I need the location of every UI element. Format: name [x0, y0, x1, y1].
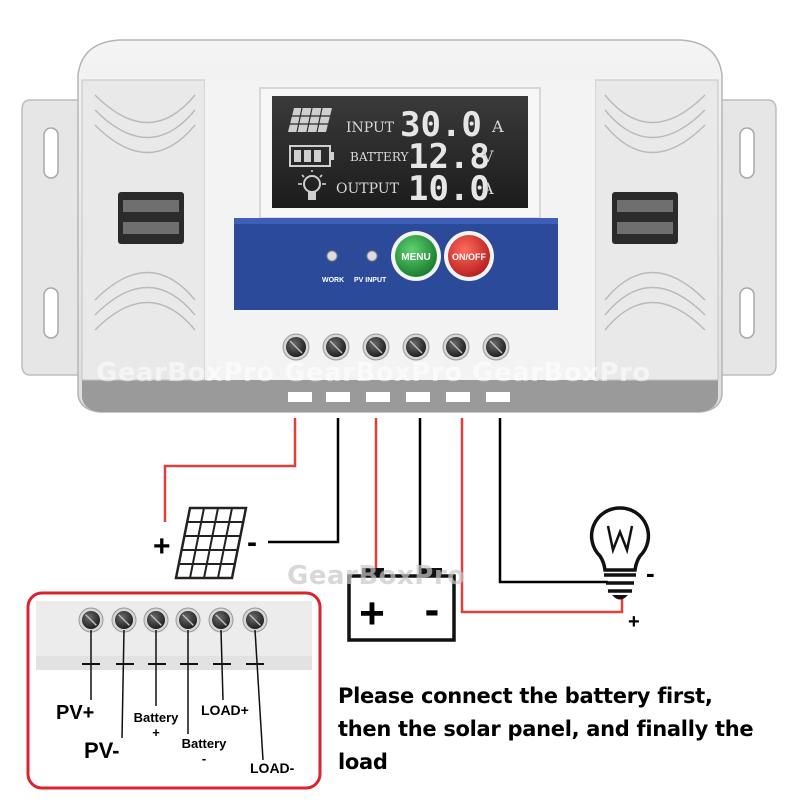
watermark-text-center: GearBoxPro [287, 561, 466, 591]
lcd-display: INPUT 30.0 A BATTERY 12.8 V OUTPUT 10.0 … [259, 87, 541, 219]
pv-plus-wire [163, 418, 297, 522]
callout-screw-3 [143, 607, 169, 633]
bulb-icon [298, 170, 326, 200]
lcd-battery-unit: V [481, 147, 494, 166]
terminal-screw-3 [362, 333, 390, 361]
load-plus-wire [460, 418, 624, 614]
lcd-input-label: INPUT [346, 120, 395, 136]
lcd-battery-label: BATTERY [350, 150, 409, 164]
callout-label-battery-plus: Battery + [133, 710, 179, 740]
lcd-battery-value: 12.8 [408, 137, 490, 177]
terminal-screw-5 [442, 333, 470, 361]
lcd-output-value: 10.0 [408, 169, 490, 209]
solar-panel-icon [288, 107, 332, 133]
terminal-screw-6 [482, 333, 510, 361]
watermark-text: GearBoxPro GearBoxPro GearBoxPro [96, 358, 651, 388]
terminal-screw-4 [402, 333, 430, 361]
solar-panel-icon [174, 506, 248, 580]
battery-minus-symbol: - [425, 585, 440, 634]
wires [163, 418, 624, 614]
callout-label-load-minus: LOAD- [250, 760, 295, 776]
onoff-button-label: ON/OFF [452, 252, 486, 262]
control-panel: WORK PV INPUT MENU ON/OFF [234, 218, 558, 310]
load-minus-symbol: - [646, 558, 655, 588]
lcd-output-unit: A [481, 179, 494, 198]
pv-minus-wire [268, 418, 340, 544]
load-plus-symbol: + [628, 611, 640, 633]
callout-screw-1 [78, 607, 104, 633]
terminal-callout [26, 591, 322, 790]
pv-input-led [366, 250, 378, 262]
lcd-input-value: 30.0 [400, 105, 482, 145]
battery-symbol: + - [347, 568, 456, 642]
callout-label-battery-minus: Battery - [181, 736, 227, 766]
terminal-slots [286, 390, 526, 406]
onoff-button[interactable]: ON/OFF [444, 231, 494, 281]
callout-screw-5 [208, 607, 234, 633]
usb-port-right [612, 192, 678, 244]
instruction-line-2: then the solar panel, and finally the lo… [338, 717, 754, 774]
callout-screw-2 [111, 607, 137, 633]
battery-plus-symbol: + [359, 589, 385, 638]
callout-label-battery-plus-word: Battery [133, 710, 179, 725]
callout-label-battery-plus-sign: + [152, 725, 160, 740]
callout-label-pv-minus: PV- [84, 738, 120, 763]
callout-label-pv-plus: PV+ [56, 702, 95, 724]
battery-icon [289, 145, 334, 167]
work-led [326, 250, 338, 262]
instruction-line-1: Please connect the battery first, [338, 684, 713, 708]
work-led-label: WORK [322, 277, 344, 284]
callout-label-battery-minus-word: Battery [181, 736, 227, 751]
pv-minus-symbol: - [247, 526, 257, 559]
instruction-text: Please connect the battery first, then t… [338, 680, 798, 779]
mounting-ear-left [21, 99, 96, 376]
usb-port-left [118, 192, 184, 244]
terminal-screws [282, 333, 510, 361]
pv-plus-symbol: + [153, 530, 171, 563]
menu-button[interactable]: MENU [391, 231, 441, 281]
terminal-screw-2 [322, 333, 350, 361]
callout-label-load-plus: LOAD+ [201, 702, 249, 718]
terminal-screw-1 [282, 333, 310, 361]
load-minus-wire [498, 418, 608, 584]
pv-input-led-label: PV INPUT [354, 277, 387, 284]
lcd-output-label: OUTPUT [336, 181, 400, 197]
light-bulb-icon [589, 506, 651, 600]
menu-button-label: MENU [401, 252, 430, 263]
lcd-input-unit: A [491, 117, 504, 136]
callout-screw-4 [175, 607, 201, 633]
callout-label-battery-minus-sign: - [201, 751, 207, 766]
callout-screw-6 [242, 607, 268, 633]
